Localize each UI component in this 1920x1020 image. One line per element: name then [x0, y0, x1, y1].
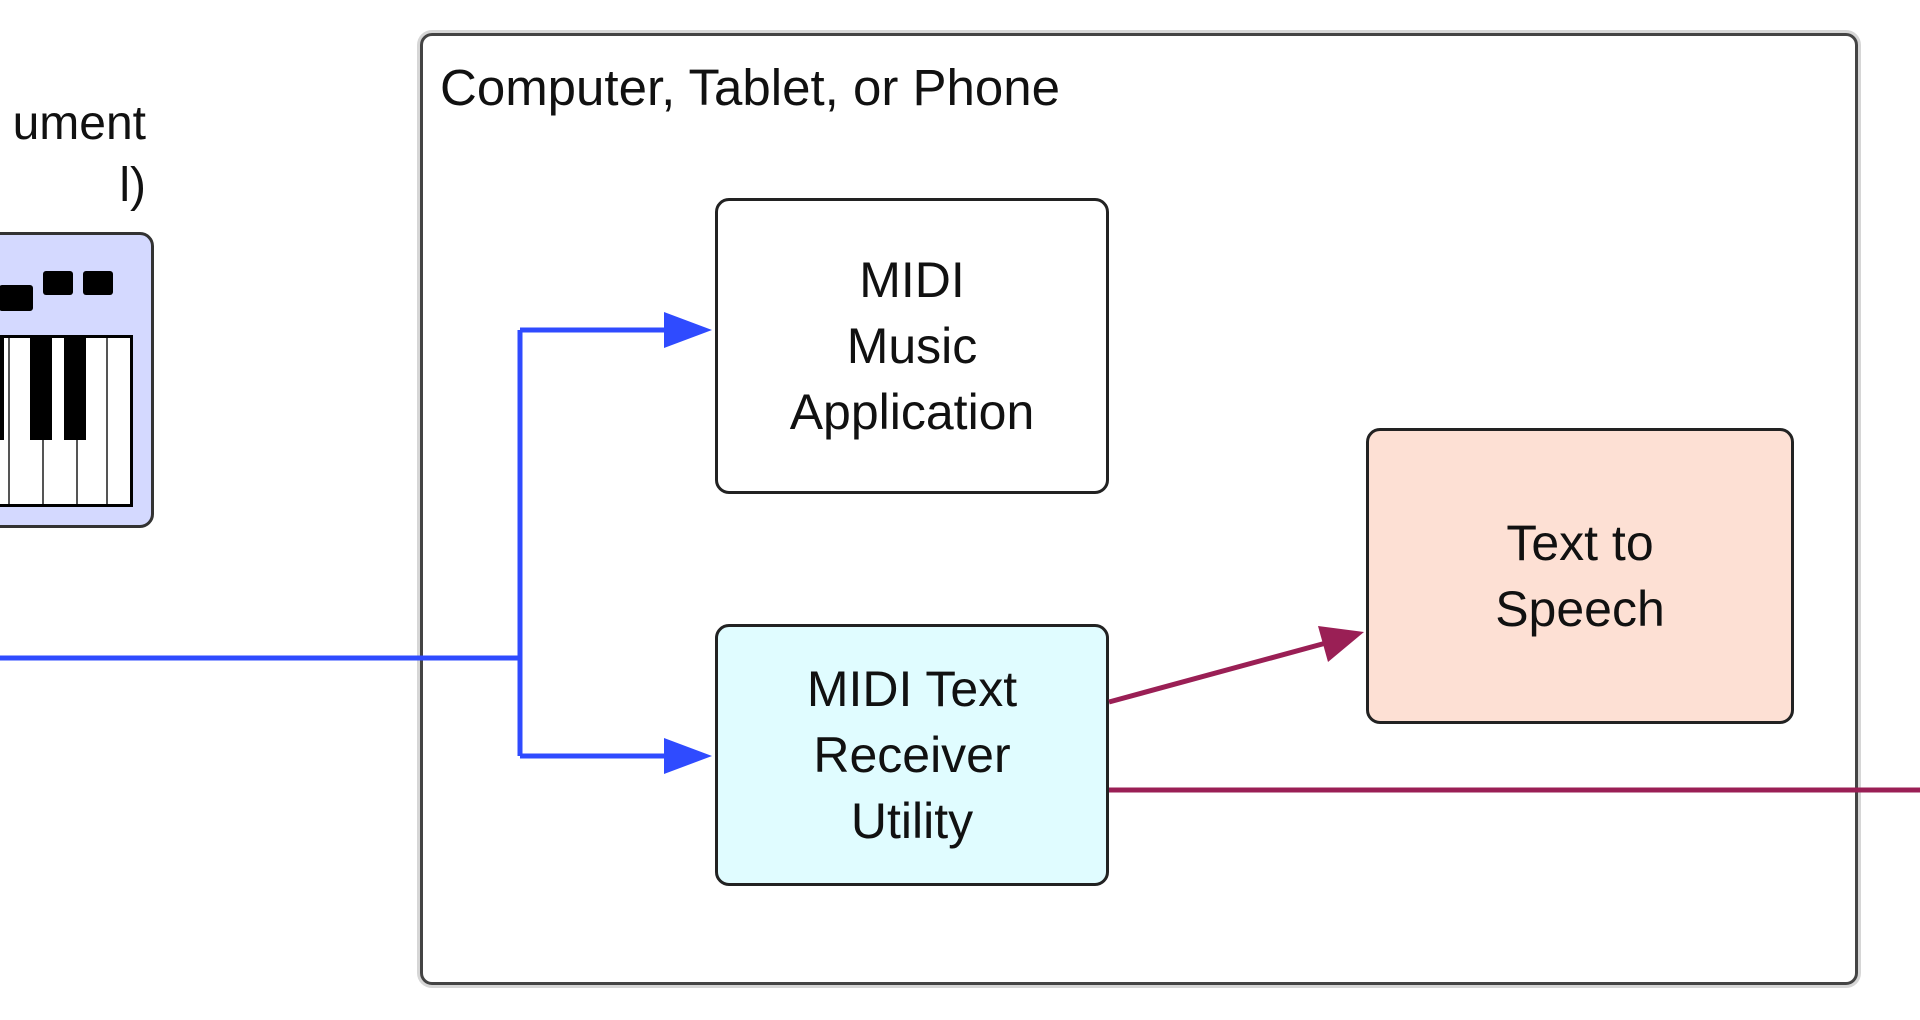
receiver-to-tts-arrow — [1108, 640, 1327, 705]
midi-keyboard-icon — [0, 232, 154, 528]
text-to-speech-node: Text to Speech — [1366, 428, 1794, 724]
instrument-label-line-2: l) — [119, 159, 146, 212]
black-key — [0, 338, 4, 440]
container-title: Computer, Tablet, or Phone — [440, 59, 1060, 116]
instrument-label-line-1: ument — [12, 97, 146, 150]
device-container — [420, 33, 1858, 985]
keyboard-button — [83, 271, 113, 295]
instrument-label: ument l) — [0, 93, 146, 217]
keyboard-button — [43, 271, 73, 295]
black-key — [30, 338, 52, 440]
midi-music-application-node: MIDI Music Application — [715, 198, 1109, 494]
black-key — [64, 338, 86, 440]
midi-to-receiver-arrowhead — [664, 738, 712, 774]
receiver-to-tts-arrowhead — [1318, 626, 1364, 662]
midi-text-receiver-node: MIDI Text Receiver Utility — [715, 624, 1109, 886]
keyboard-button — [0, 285, 33, 311]
piano-keys — [0, 335, 133, 507]
midi-to-music-arrowhead — [664, 312, 712, 348]
